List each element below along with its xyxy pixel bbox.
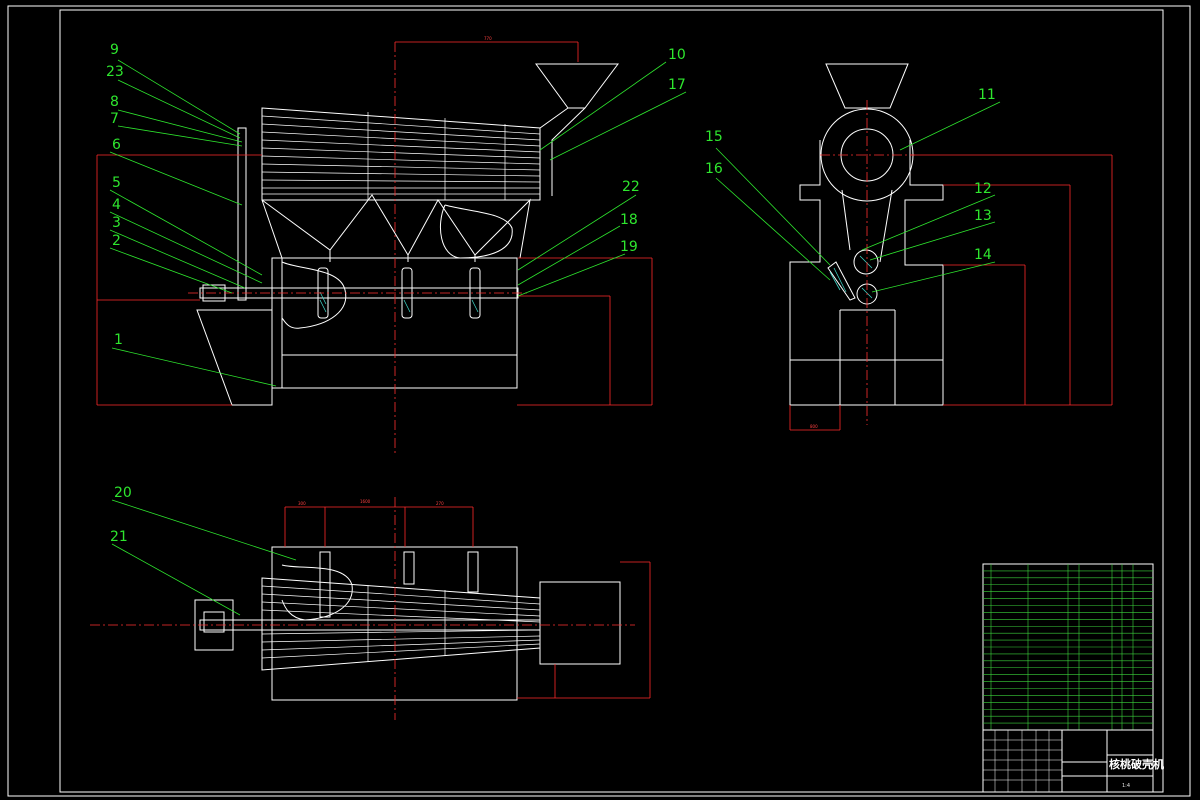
callout-14: 14 <box>974 247 992 263</box>
plan-section-break <box>281 564 353 621</box>
plan-view <box>194 546 621 701</box>
side-dimensions <box>789 154 1113 431</box>
callout-19: 19 <box>620 239 638 255</box>
front-hatch <box>319 291 479 313</box>
dim-plan-right: 270 <box>436 501 444 506</box>
side-hopper <box>825 63 909 109</box>
callout-6: 6 <box>112 137 121 153</box>
chain-drive <box>237 127 247 301</box>
plan-roller-3 <box>467 551 479 593</box>
drawing-title: 核桃破壳机 <box>1109 757 1164 771</box>
front-centerlines <box>188 42 528 455</box>
front-dimensions <box>96 41 653 406</box>
callout-11: 11 <box>978 87 996 103</box>
callout-21: 21 <box>110 529 128 545</box>
plan-roller-1 <box>319 551 331 618</box>
callout-12: 12 <box>974 181 992 197</box>
parts-list <box>982 563 1154 731</box>
parts-columns <box>990 564 1134 730</box>
motor-support <box>196 309 273 406</box>
callout-8: 8 <box>110 94 119 110</box>
callout-23: 23 <box>106 64 124 80</box>
section-break-drum <box>439 204 513 259</box>
plan-centerlines <box>90 497 635 720</box>
dim-front-top: 770 <box>484 36 492 41</box>
callout-2: 2 <box>112 233 121 249</box>
section-break-front <box>281 261 347 329</box>
front-leader-lines <box>109 59 687 387</box>
callout-10: 10 <box>668 47 686 63</box>
drum-slats <box>261 112 541 200</box>
side-housing <box>789 140 944 406</box>
plan-outlet <box>539 581 621 665</box>
plan-leader-lines <box>111 499 297 616</box>
callout-22: 22 <box>622 179 640 195</box>
drum-body <box>261 107 541 201</box>
feed-hopper-front <box>535 63 619 109</box>
side-centerlines <box>820 100 915 425</box>
title-block <box>982 729 1154 793</box>
side-leader-lines <box>715 101 1001 293</box>
dim-plan-center: 1600 <box>360 499 371 504</box>
plan-slats <box>261 585 541 662</box>
feed-chute-front <box>539 107 586 196</box>
collection-funnels <box>261 194 531 259</box>
crushing-plate <box>827 261 856 301</box>
callout-17: 17 <box>668 77 686 93</box>
callout-1: 1 <box>114 332 123 348</box>
callout-9: 9 <box>110 42 119 58</box>
callout-15: 15 <box>705 129 723 145</box>
callout-4: 4 <box>112 197 121 213</box>
front-elevation-view <box>196 63 619 406</box>
callout-3: 3 <box>112 215 121 231</box>
callout-20: 20 <box>114 485 132 501</box>
callout-16: 16 <box>705 161 723 177</box>
plan-motor-body <box>203 611 225 633</box>
dim-side-base: 800 <box>810 424 818 429</box>
side-elevation-view <box>789 63 944 406</box>
drawing-scale: 1:4 <box>1122 783 1130 789</box>
plan-roller-2 <box>403 551 415 585</box>
callout-13: 13 <box>974 208 992 224</box>
crushing-roller <box>853 249 879 275</box>
outer-border <box>7 5 1191 797</box>
inner-border <box>59 9 1164 793</box>
plan-dimensions <box>284 506 651 699</box>
callout-5: 5 <box>112 175 121 191</box>
plan-frame <box>271 546 518 701</box>
dim-plan-left: 300 <box>298 501 306 506</box>
callout-7: 7 <box>110 111 119 127</box>
callout-18: 18 <box>620 212 638 228</box>
